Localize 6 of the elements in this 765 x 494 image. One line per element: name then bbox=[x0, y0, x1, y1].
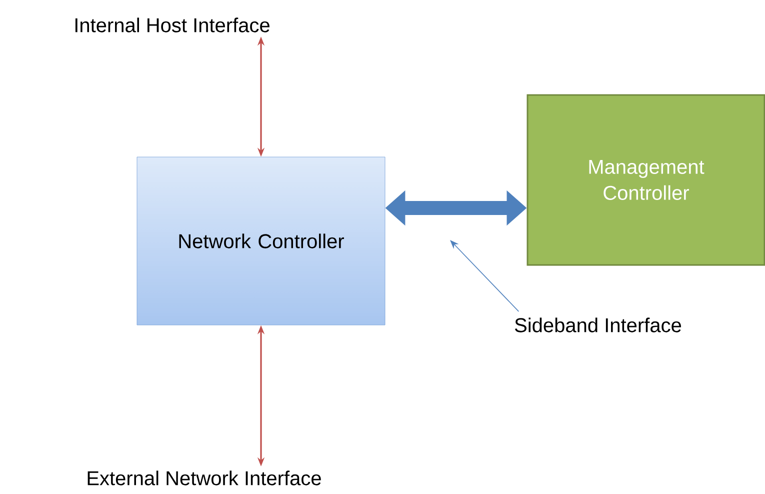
label-text: Sideband Interface bbox=[514, 318, 682, 332]
label-text: Internal Host Interface bbox=[75, 18, 270, 32]
process-box: Network Controller bbox=[136, 156, 386, 326]
leader-line bbox=[450, 240, 520, 312]
process-box: Management Controller bbox=[526, 94, 765, 266]
label-text: External Network Interface bbox=[88, 470, 321, 486]
